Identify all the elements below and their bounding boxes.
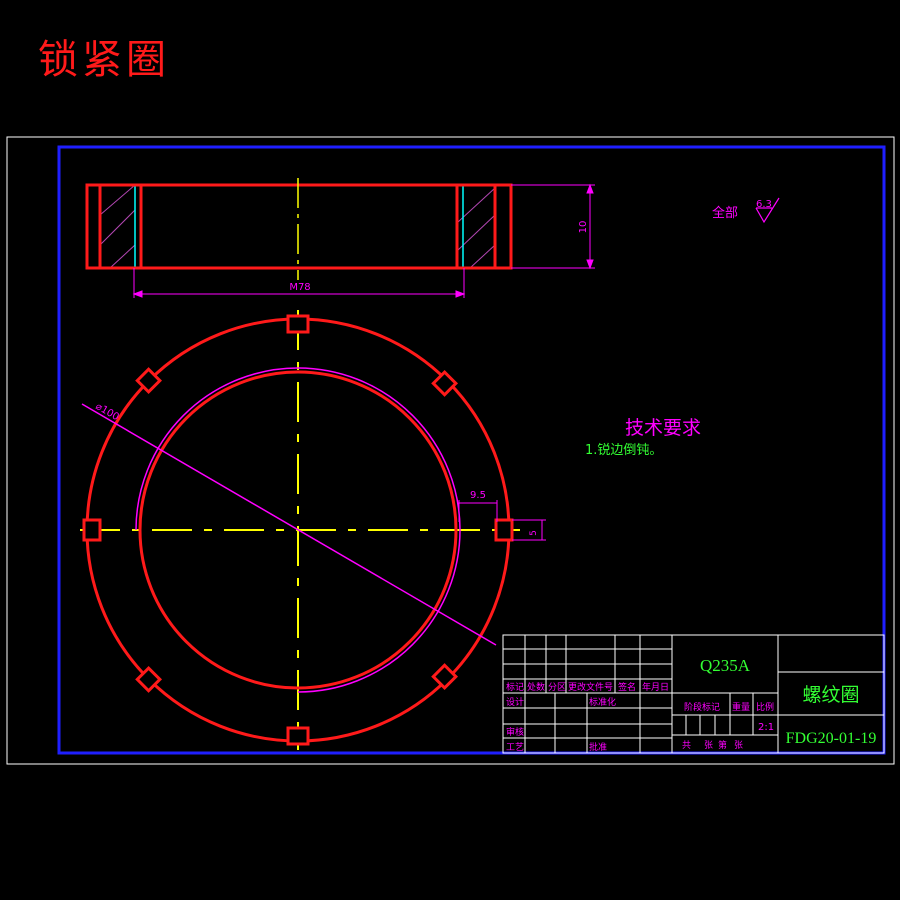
label-ratio: 比例 [756, 701, 774, 713]
material-text: Q235A [700, 656, 751, 675]
roughness-value: 6.3 [756, 199, 772, 210]
front-view: ⌀100 9.5 5 [80, 310, 546, 750]
label-count: 处数 [527, 681, 545, 693]
label-change-doc: 更改文件号 [568, 681, 613, 693]
label-process: 工艺 [506, 742, 524, 753]
drawing-border [57, 145, 886, 755]
label-stage-mark: 阶段标记 [684, 701, 720, 713]
label-weight: 重量 [732, 701, 750, 713]
scale-value: 2:1 [758, 722, 774, 733]
title-block [502, 634, 885, 754]
label-design: 设计 [506, 696, 524, 708]
drawing-number-text: FDG20-01-19 [786, 730, 877, 747]
drawing-title: 锁紧圈 [38, 37, 170, 83]
label-page: 第 [718, 739, 727, 751]
tech-requirement-1: 1.锐边倒钝。 [585, 443, 662, 458]
label-sheet-word2: 张 [734, 740, 743, 751]
roughness-label: 全部 [712, 205, 738, 221]
surface-roughness: 全部 6.3 [712, 197, 780, 224]
slot-depth-dimension: 9.5 [470, 490, 486, 501]
label-review: 审核 [506, 726, 524, 738]
label-total: 共 [682, 740, 691, 751]
section-view: M78 10 [85, 178, 595, 298]
label-zone: 分区 [548, 682, 566, 693]
outer-frame [6, 136, 895, 765]
label-approve: 批准 [589, 741, 607, 753]
roughness-symbol-icon [755, 197, 780, 224]
outer-diameter-dimension: ⌀100 [94, 401, 121, 423]
label-signature: 签名 [618, 681, 636, 693]
slot-width-dimension: 5 [529, 530, 539, 536]
title-block-labels: 标记 处数 分区 更改文件号 签名 年月日 设计 标准化 审核 工艺 批准 阶段… [506, 681, 774, 753]
label-mark: 标记 [506, 681, 524, 693]
label-date: 年月日 [642, 681, 669, 693]
height-dimension: 10 [578, 221, 589, 234]
label-sheet-word: 张 [704, 740, 713, 751]
part-name-text: 螺纹圈 [802, 684, 859, 706]
tech-requirements-heading: 技术要求 [625, 417, 701, 439]
label-standardization: 标准化 [589, 696, 616, 708]
thread-dimension: M78 [289, 282, 310, 293]
